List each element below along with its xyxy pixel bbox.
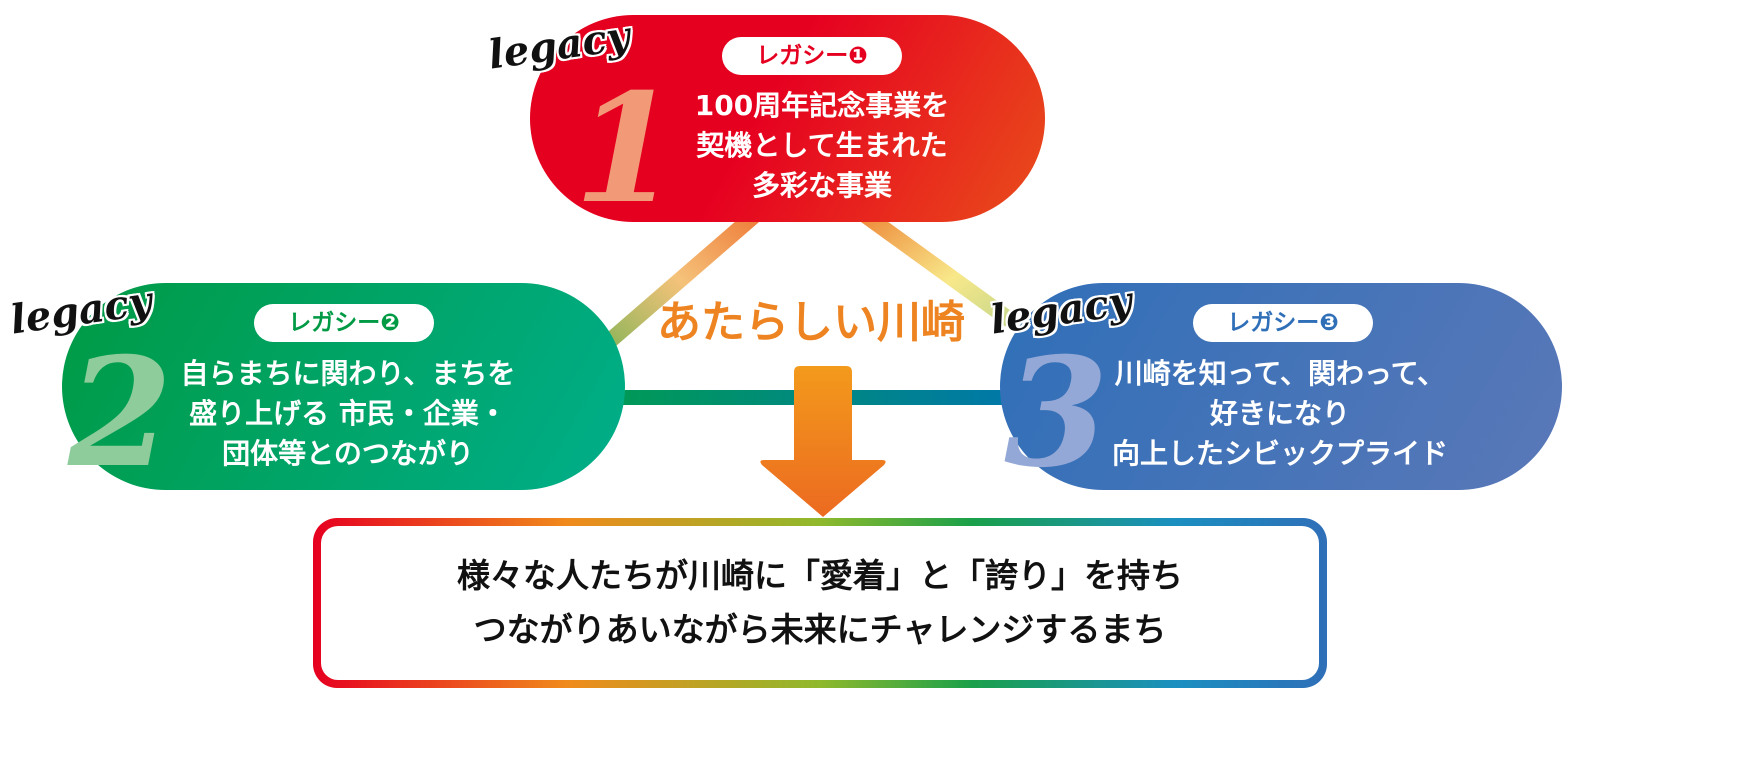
text-line: 盛り上げる 市民・企業・	[189, 397, 507, 430]
text-line: 向上したシビックプライド	[1111, 437, 1448, 470]
legacy-1-description: 100周年記念事業を 契機として生まれた 多彩な事業	[672, 86, 972, 206]
legacy-2-description: 自らまちに関わり、まちを 盛り上げる 市民・企業・ 団体等とのつながり	[168, 354, 528, 474]
text-line: 好きになり	[1209, 397, 1350, 430]
legacy-2-number: 2	[68, 325, 173, 501]
down-arrow-icon	[760, 366, 886, 517]
text-line: 100周年記念事業を	[694, 89, 950, 122]
line-legacy1-legacy3	[860, 208, 1015, 327]
text-line: 川崎を知って、関わって、	[1114, 357, 1446, 390]
legacy-3-badge: レガシー❸	[1193, 304, 1373, 342]
text-line: 契機として生まれた	[696, 129, 948, 162]
legacy-3-number: 3	[1004, 325, 1109, 501]
line-legacy1-legacy2	[599, 208, 761, 352]
legacy-1-badge: レガシー❶	[722, 37, 902, 75]
legacy-1-number: 1	[574, 61, 679, 237]
legacy-3-description: 川崎を知って、関わって、 好きになり 向上したシビックプライド	[1100, 354, 1460, 474]
text-line: 団体等とのつながり	[222, 437, 474, 470]
text-line: 多彩な事業	[751, 169, 892, 202]
center-title: あたらしい川崎	[657, 297, 965, 348]
vision-line-2: つながりあいながら未来にチャレンジするまち	[473, 610, 1167, 649]
vision-box: 様々な人たちが川崎に「愛着」と「誇り」を持ち つながりあいながら未来にチャレンジ…	[313, 518, 1327, 688]
text-line: 自らまちに関わり、まちを	[180, 357, 516, 390]
legacy-2-badge: レガシー❷	[254, 304, 434, 342]
vision-line-1: 様々な人たちが川崎に「愛着」と「誇り」を持ち	[457, 556, 1183, 595]
